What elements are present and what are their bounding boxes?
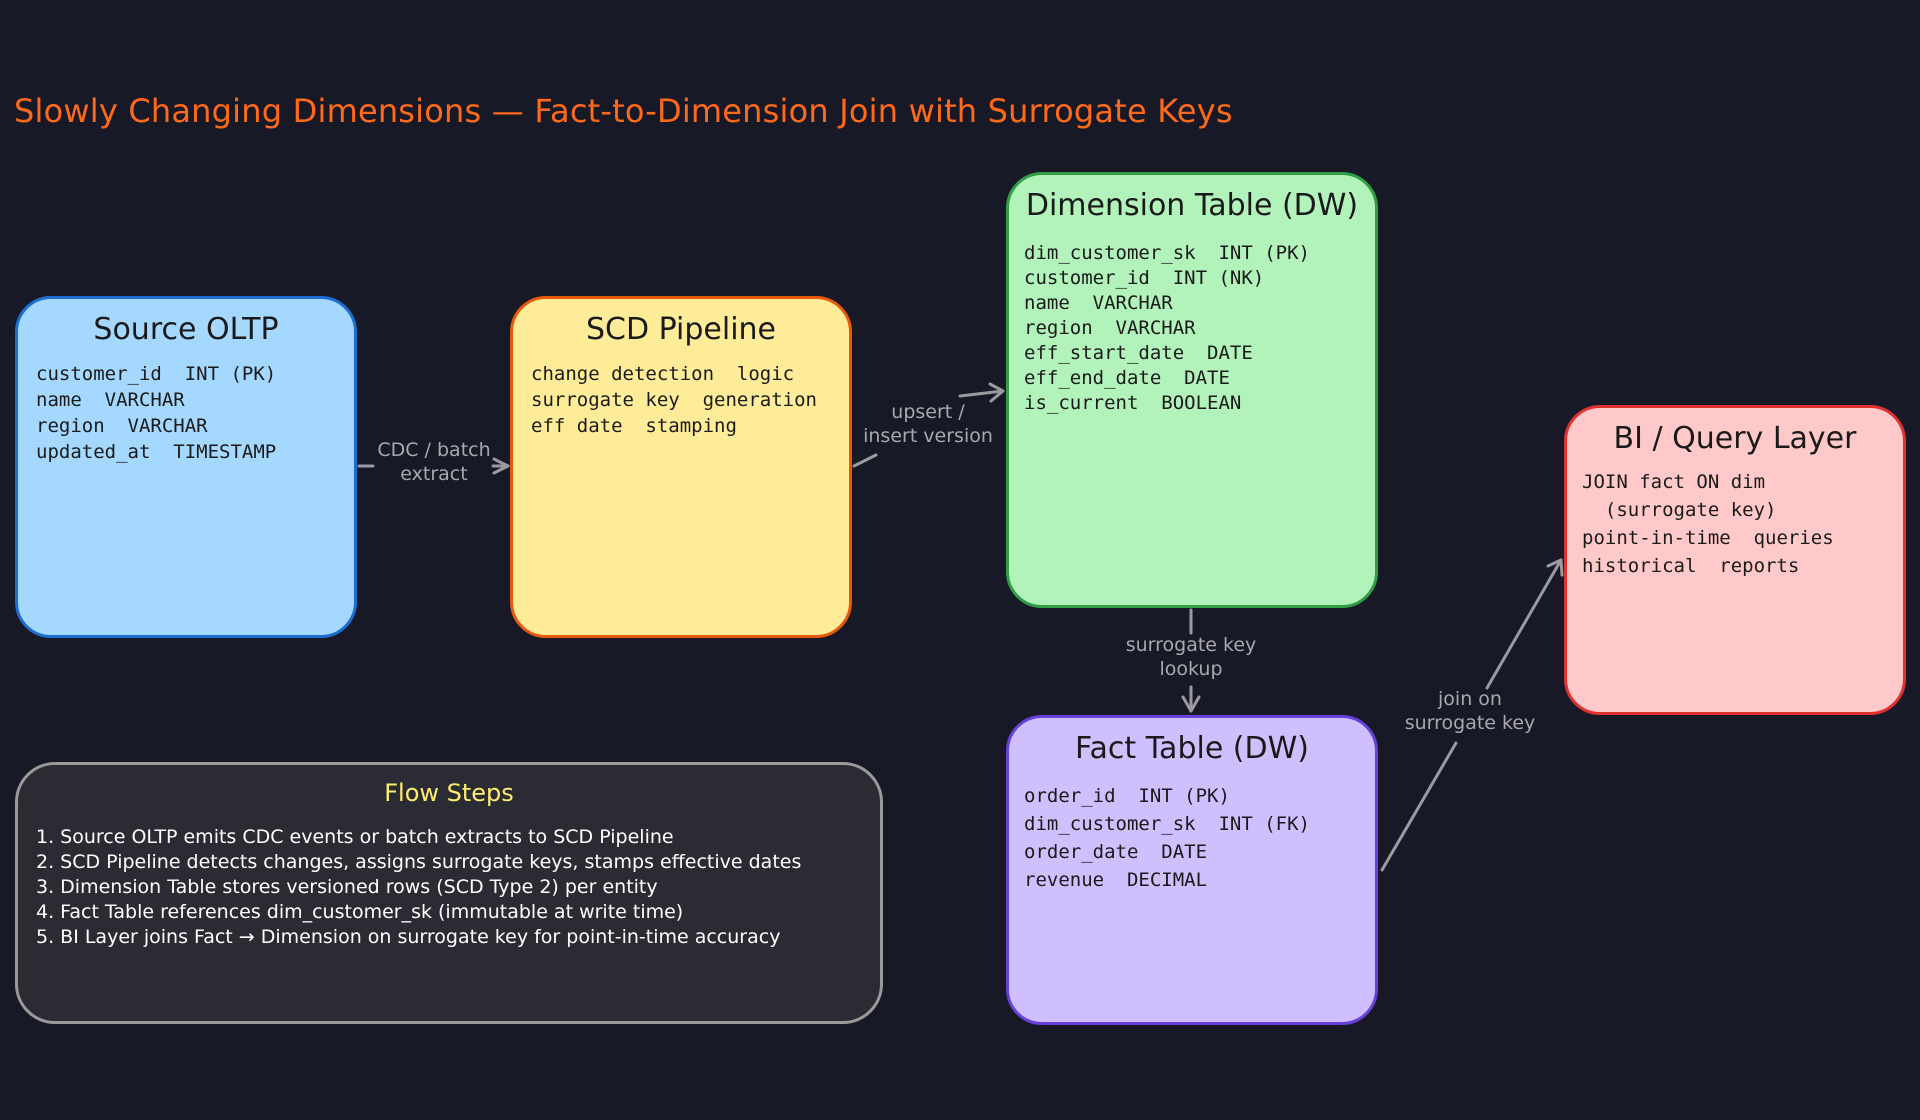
arrowhead-dimension-to-fact <box>1181 695 1201 713</box>
node-title: Dimension Table (DW) <box>1025 188 1359 223</box>
edge-label-line: surrogate key <box>1404 712 1536 734</box>
node-title: Source OLTP <box>93 312 279 347</box>
edge-label-line: CDC / batch <box>377 439 491 461</box>
edge-label-line: insert version <box>863 425 993 447</box>
node-field: order_id INT (PK) <box>1024 785 1230 807</box>
arrowhead-fact-to-bi <box>1546 558 1564 577</box>
node-field: order_date DATE <box>1024 841 1208 863</box>
flow-steps-list: 1. Source OLTP emits CDC events or batch… <box>36 825 880 950</box>
node-field: surrogate key generation <box>531 389 817 411</box>
flow-step: 3. Dimension Table stores versioned rows… <box>36 876 658 898</box>
edge-label-line: extract <box>400 463 468 485</box>
source-oltp-node: Source OLTP customer_id INT (PK) name VA… <box>15 296 357 638</box>
node-field: historical reports <box>1582 555 1800 577</box>
node-field: is_current BOOLEAN <box>1024 392 1242 414</box>
edge-label-line: join on <box>1438 688 1502 710</box>
node-field: (surrogate key) <box>1582 499 1777 521</box>
edge-pipeline-to-dimension <box>852 389 1005 468</box>
flow-step: 4. Fact Table references dim_customer_sk… <box>36 901 684 923</box>
flow-step: 2. SCD Pipeline detects changes, assigns… <box>36 851 802 873</box>
arrowhead-source-to-pipeline <box>492 457 510 475</box>
edge-label-line: upsert / <box>891 401 965 423</box>
node-field: customer_id INT (NK) <box>1024 267 1265 289</box>
node-field: JOIN fact ON dim <box>1582 471 1766 493</box>
flow-step: 1. Source OLTP emits CDC events or batch… <box>36 826 674 848</box>
flow-steps-title: Flow Steps <box>384 779 514 807</box>
node-field: eff_end_date DATE <box>1024 367 1230 389</box>
node-title: BI / Query Layer <box>1613 421 1857 456</box>
edge-fact-to-bi <box>1380 558 1563 872</box>
arrowhead-pipeline-to-dimension <box>988 382 1005 403</box>
node-title: Fact Table (DW) <box>1075 731 1309 766</box>
node-field: point-in-time queries <box>1582 527 1834 549</box>
edge-label-pipeline-to-dimension: upsert / insert version <box>853 400 1003 448</box>
node-field: updated_at TIMESTAMP <box>36 441 277 463</box>
node-field: region VARCHAR <box>1024 317 1196 339</box>
node-field: eff_start_date DATE <box>1024 342 1253 364</box>
bi-query-layer-node: BI / Query Layer JOIN fact ON dim (surro… <box>1564 405 1906 715</box>
node-title: SCD Pipeline <box>585 312 777 347</box>
flow-step: 5. BI Layer joins Fact → Dimension on su… <box>36 926 781 948</box>
node-field: change detection logic <box>531 363 795 385</box>
node-field: eff date stamping <box>531 415 737 437</box>
node-field: region VARCHAR <box>36 415 208 437</box>
scd-pipeline-node: SCD Pipeline change detection logic surr… <box>510 296 852 638</box>
flow-steps-panel: Flow Steps 1. Source OLTP emits CDC even… <box>15 762 883 1024</box>
node-field: name VARCHAR <box>36 389 185 411</box>
edge-label-line: lookup <box>1159 658 1223 680</box>
edge-label-fact-to-bi: join on surrogate key <box>1390 687 1550 735</box>
diagram-title: Slowly Changing Dimensions — Fact-to-Dim… <box>14 92 1233 130</box>
dimension-table-node: Dimension Table (DW) dim_customer_sk INT… <box>1006 172 1378 608</box>
edge-label-source-to-pipeline: CDC / batch extract <box>366 438 502 486</box>
fact-table-node: Fact Table (DW) order_id INT (PK) dim_cu… <box>1006 715 1378 1025</box>
edge-label-line: surrogate key <box>1125 634 1257 656</box>
node-field: dim_customer_sk INT (PK) <box>1024 242 1310 264</box>
node-field: dim_customer_sk INT (FK) <box>1024 813 1310 835</box>
node-field: customer_id INT (PK) <box>36 363 277 385</box>
node-field: name VARCHAR <box>1024 292 1173 314</box>
node-field: revenue DECIMAL <box>1024 869 1208 891</box>
edge-label-dimension-to-fact: surrogate key lookup <box>1111 633 1271 681</box>
